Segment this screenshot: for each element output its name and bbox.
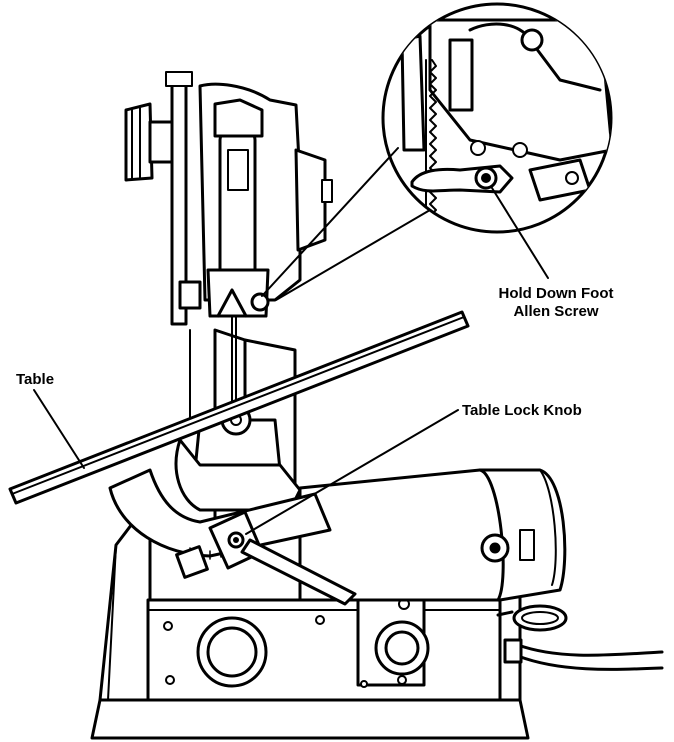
labels: Hold Down Foot Allen Screw Table Table L… <box>16 285 613 419</box>
allen-screw-label: Allen Screw <box>513 303 598 320</box>
saw-table <box>8 310 470 505</box>
table-lock-knob-label: Table Lock Knob <box>462 402 582 419</box>
table-lock-leader <box>245 409 459 535</box>
hold-down-foot-label: Hold Down Foot <box>499 285 614 302</box>
motor <box>298 468 664 671</box>
table-trunnion <box>108 404 357 606</box>
table-leader <box>33 389 85 469</box>
table-label: Table <box>16 371 54 388</box>
detail-inset <box>261 2 613 301</box>
leader-lines <box>33 187 549 535</box>
upper-head <box>124 71 333 441</box>
hold-down-leader <box>491 187 549 279</box>
